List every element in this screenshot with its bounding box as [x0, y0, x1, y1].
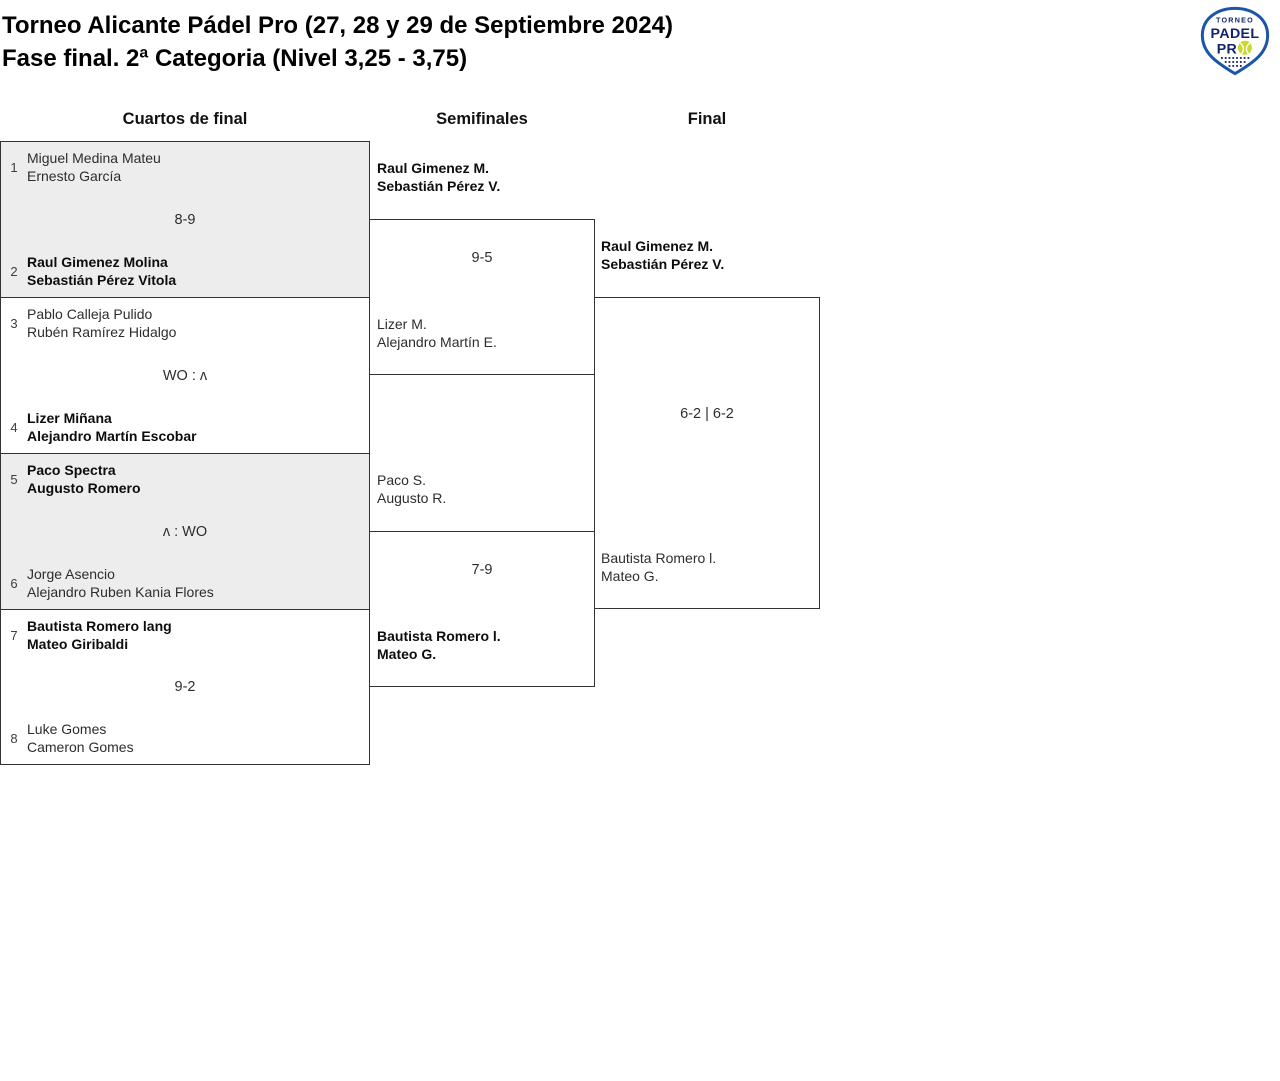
team-names: Jorge Asencio Alejandro Ruben Kania Flor… [27, 566, 214, 601]
qf-match-2: 3 Pablo Calleja Pulido Rubén Ramírez Hid… [0, 297, 370, 453]
sf1-bottom-team: Lizer M. Alejandro Martín E. [377, 316, 497, 351]
final-score: 6-2 | 6-2 [680, 406, 734, 422]
player-name: Alejandro Martín E. [377, 333, 497, 350]
player-name: Paco S. [377, 472, 427, 488]
qf4-bottom-team: 8 Luke Gomes Cameron Gomes [1, 721, 369, 756]
player-name: Cameron Gomes [27, 738, 134, 755]
player-name: Ernesto García [27, 167, 122, 184]
page-title: Torneo Alicante Pádel Pro (27, 28 y 29 d… [2, 9, 673, 75]
player-name: Augusto R. [377, 489, 447, 506]
sf2-score: 7-9 [471, 562, 493, 578]
player-name: Mateo G. [377, 645, 437, 662]
logo-svg: TORNEO PADEL PR [1200, 6, 1270, 76]
sf1-score: 9-5 [471, 250, 493, 266]
player-name: Jorge Asencio [27, 566, 115, 582]
team-names: Pablo Calleja Pulido Rubén Ramírez Hidal… [27, 306, 176, 341]
team-names: Paco Spectra Augusto Romero [27, 462, 141, 497]
round-header-quarterfinals: Cuartos de final [122, 110, 248, 128]
player-name: Lizer Miñana [27, 410, 112, 426]
qf1-bottom-team: 2 Raul Gimenez Molina Sebastián Pérez Vi… [1, 254, 369, 289]
round-header-semifinals: Semifinales [436, 110, 528, 128]
player-name: Miguel Medina Mateu [27, 150, 161, 166]
player-name: Luke Gomes [27, 721, 107, 737]
team-names: Raul Gimenez Molina Sebastián Pérez Vito… [27, 254, 176, 289]
seed-number: 4 [10, 420, 18, 435]
sf2-bottom-team: Bautista Romero l. Mateo G. [377, 628, 501, 663]
qf-match-1: 1 Miguel Medina Mateu Ernesto García 8-9… [0, 141, 370, 297]
player-name: Mateo Giribaldi [27, 635, 129, 652]
team-names: Luke Gomes Cameron Gomes [27, 721, 134, 756]
sf-match-1-box [369, 219, 595, 375]
round-header-final: Final [687, 110, 727, 128]
sf-match-2-box [369, 531, 595, 687]
racket-outline-icon [1200, 6, 1270, 76]
player-name: Bautista Romero l. [377, 628, 501, 644]
sf1-top-team: Raul Gimenez M. Sebastián Pérez V. [377, 160, 500, 195]
player-name: Sebastián Pérez V. [377, 177, 501, 194]
qf-match-3: 5 Paco Spectra Augusto Romero ʌ : WO 6 J… [0, 453, 370, 609]
final-match-box [594, 297, 820, 609]
seed-number: 7 [10, 628, 18, 643]
logo-word-padel: PADEL [1211, 26, 1260, 42]
team-names: Lizer Miñana Alejandro Martín Escobar [27, 410, 197, 445]
player-name: Augusto Romero [27, 479, 141, 496]
page-title-line2: Fase final. 2ª Categoria (Nivel 3,25 - 3… [2, 45, 468, 72]
qf4-top-team: 7 Bautista Romero lang Mateo Giribaldi [1, 618, 369, 653]
final-bottom-team: Bautista Romero l. Mateo G. [601, 550, 716, 585]
player-name: Rubén Ramírez Hidalgo [27, 323, 177, 340]
qf3-top-team: 5 Paco Spectra Augusto Romero [1, 462, 369, 497]
player-name: Pablo Calleja Pulido [27, 306, 153, 322]
match-score: 9-2 [174, 679, 196, 695]
team-names: Miguel Medina Mateu Ernesto García [27, 150, 161, 185]
qf2-top-team: 3 Pablo Calleja Pulido Rubén Ramírez Hid… [1, 306, 369, 341]
logo-word-torneo: TORNEO [1216, 17, 1254, 25]
seed-number: 8 [10, 731, 18, 746]
qf-match-4: 7 Bautista Romero lang Mateo Giribaldi 9… [0, 609, 370, 765]
logo-word-pr: PR [1217, 41, 1237, 57]
racket-holes [1221, 57, 1250, 67]
player-name: Bautista Romero lang [27, 618, 172, 634]
seed-number: 1 [10, 160, 18, 175]
seed-number: 6 [10, 576, 18, 591]
match-score: 8-9 [174, 211, 196, 228]
tournament-logo: TORNEO PADEL PR [1197, 6, 1273, 76]
player-name: Mateo G. [601, 567, 659, 584]
match-score: ʌ : WO [162, 523, 208, 540]
player-name: Alejandro Ruben Kania Flores [27, 583, 214, 600]
page-title-line1: Torneo Alicante Pádel Pro (27, 28 y 29 d… [2, 12, 673, 39]
player-name: Raul Gimenez M. [377, 160, 490, 176]
qf2-bottom-team: 4 Lizer Miñana Alejandro Martín Escobar [1, 410, 369, 445]
player-name: Raul Gimenez Molina [27, 254, 168, 270]
player-name: Sebastián Pérez Vitola [27, 271, 177, 288]
player-name: Paco Spectra [27, 462, 116, 478]
player-name: Raul Gimenez M. [601, 238, 714, 254]
qf3-bottom-team: 6 Jorge Asencio Alejandro Ruben Kania Fl… [1, 566, 369, 601]
seed-number: 3 [10, 316, 18, 331]
player-name: Alejandro Martín Escobar [27, 427, 197, 444]
team-names: Bautista Romero lang Mateo Giribaldi [27, 618, 172, 653]
player-name: Lizer M. [377, 316, 427, 332]
padel-ball-icon [1237, 40, 1252, 55]
sf2-top-team: Paco S. Augusto R. [377, 472, 446, 507]
player-name: Sebastián Pérez V. [601, 255, 725, 272]
seed-number: 2 [10, 264, 18, 279]
qf1-top-team: 1 Miguel Medina Mateu Ernesto García [1, 150, 369, 185]
seed-number: 5 [10, 472, 18, 487]
player-name: Bautista Romero l. [601, 550, 717, 566]
match-score: WO : ʌ [162, 367, 208, 384]
final-top-team: Raul Gimenez M. Sebastián Pérez V. [601, 238, 724, 273]
